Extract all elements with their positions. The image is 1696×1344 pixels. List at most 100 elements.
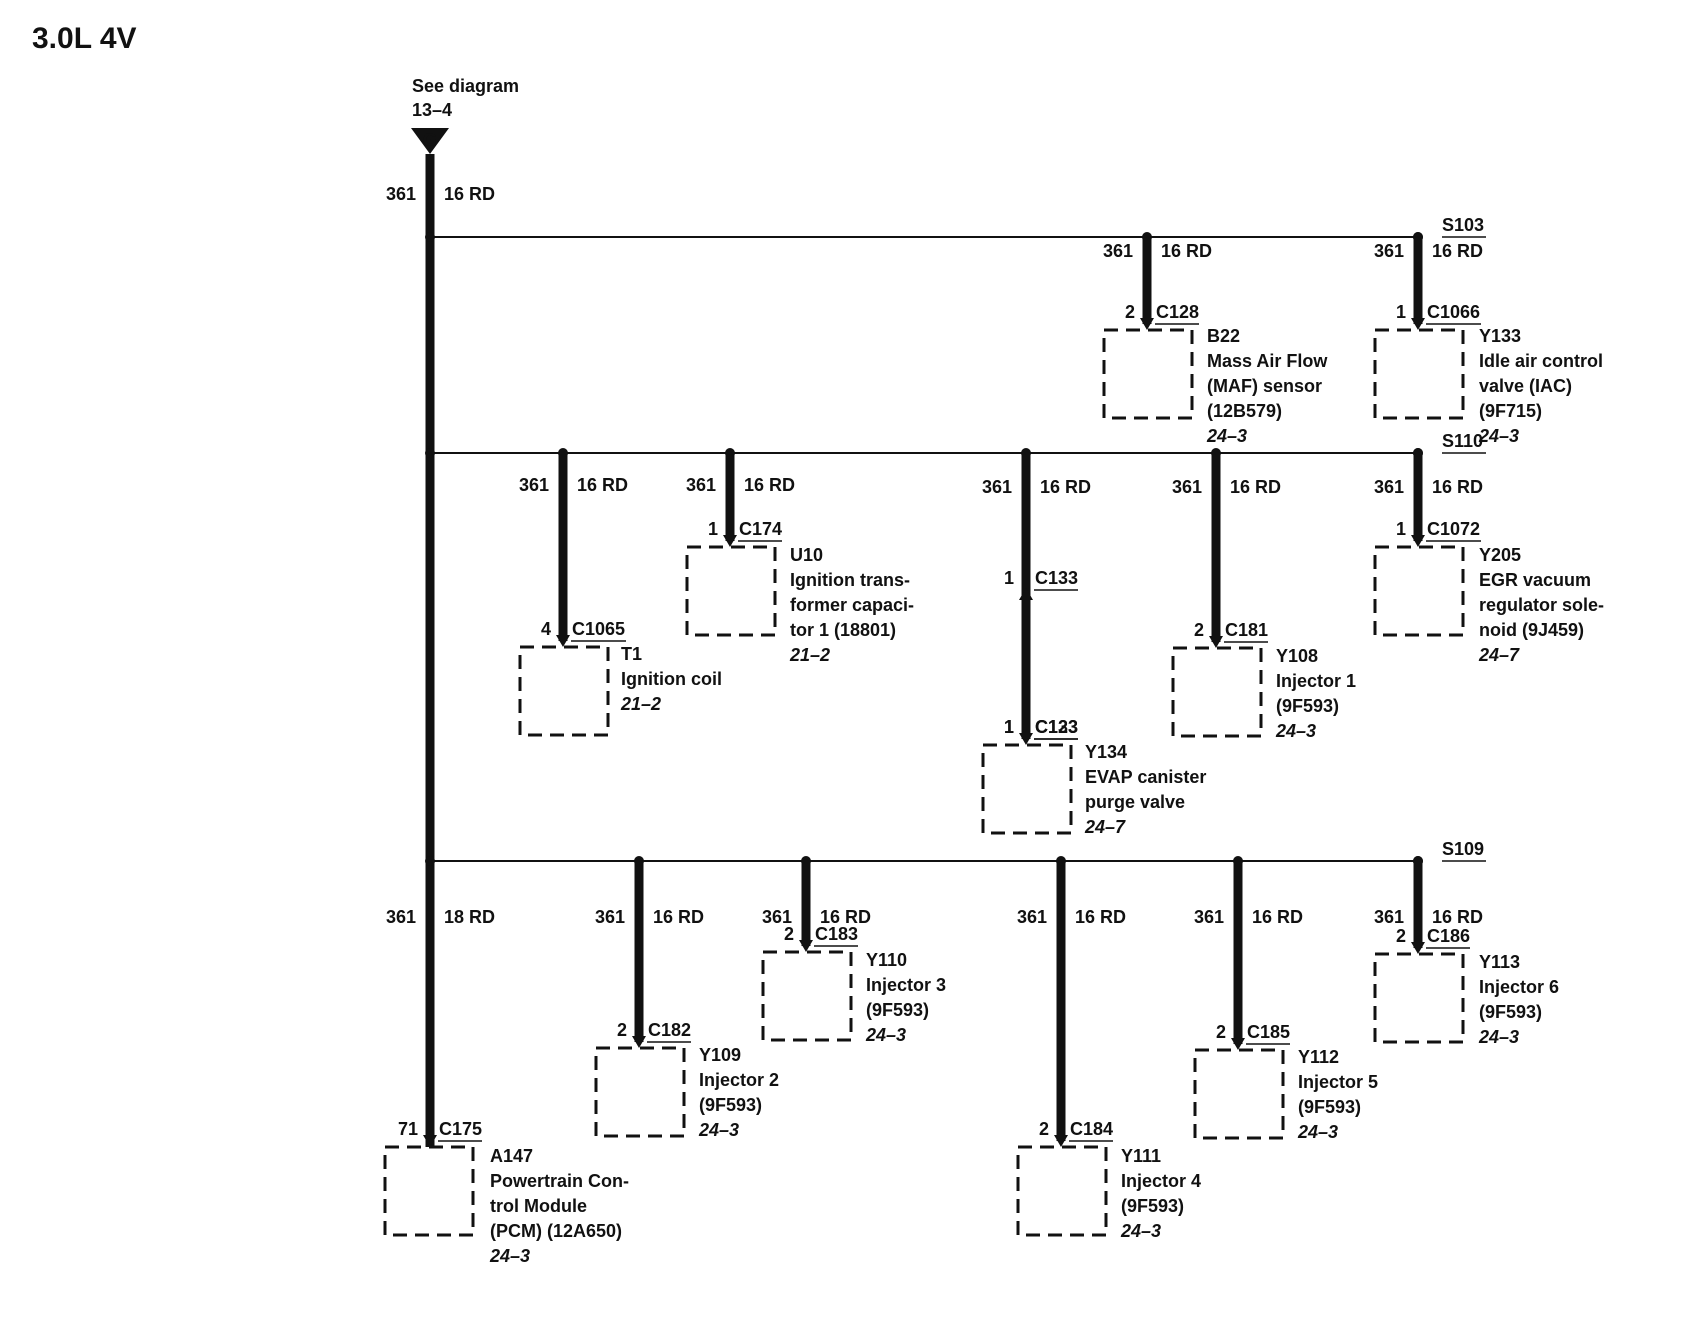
coil-text-2: Ignition coil xyxy=(621,669,722,689)
evap-page-ref: 24–7 xyxy=(1084,817,1126,837)
maf-pin: 2 xyxy=(1125,302,1135,322)
inj6-terminal-arrow xyxy=(1411,942,1425,954)
inj4-circuit: 361 xyxy=(1017,907,1047,927)
inj4-text-3: (9F593) xyxy=(1121,1196,1184,1216)
inj5-circuit: 361 xyxy=(1194,907,1224,927)
egr-component-box xyxy=(1373,545,1465,637)
egr-pin: 1 xyxy=(1396,519,1406,539)
inj6-gauge: 16 RD xyxy=(1432,907,1483,927)
inj2-text-2: Injector 2 xyxy=(699,1070,779,1090)
inj1-gauge: 16 RD xyxy=(1230,477,1281,497)
inj6-text-3: (9F593) xyxy=(1479,1002,1542,1022)
inj5-terminal-arrow xyxy=(1231,1038,1245,1050)
inj1-page-ref: 24–3 xyxy=(1275,721,1316,741)
inj1-connector-id: C181 xyxy=(1225,620,1268,640)
iac-gauge: 16 RD xyxy=(1432,241,1483,261)
coil-page-ref: 21–2 xyxy=(620,694,661,714)
inj1-text-3: (9F593) xyxy=(1276,696,1339,716)
egr-text-1: Y205 xyxy=(1479,545,1521,565)
coil-gauge: 16 RD xyxy=(577,475,628,495)
inj5-text-1: Y112 xyxy=(1298,1047,1339,1067)
capacitor-text-1: U10 xyxy=(790,545,823,565)
inj3-terminal-arrow xyxy=(799,940,813,952)
ground-source-symbol xyxy=(411,128,449,154)
see-diagram-label: See diagram xyxy=(412,76,519,96)
maf-page-ref: 24–3 xyxy=(1206,426,1247,446)
inj1-terminal-arrow xyxy=(1209,636,1223,648)
inj2-pin: 2 xyxy=(617,1020,627,1040)
maf-connector-id: C128 xyxy=(1156,302,1199,322)
inj4-terminal-arrow xyxy=(1054,1135,1068,1147)
splice-label-s109: S109 xyxy=(1442,839,1484,859)
inj3-text-2: Injector 3 xyxy=(866,975,946,995)
evap-text-1: Y134 xyxy=(1085,742,1127,762)
inj3-pin: 2 xyxy=(784,924,794,944)
inj2-text-1: Y109 xyxy=(699,1045,741,1065)
iac-page-ref: 24–3 xyxy=(1478,426,1519,446)
inj4-gauge: 16 RD xyxy=(1075,907,1126,927)
inj2-page-ref: 24–3 xyxy=(698,1120,739,1140)
pcm-component-box xyxy=(383,1145,475,1237)
inj5-gauge: 16 RD xyxy=(1252,907,1303,927)
egr-page-ref: 24–7 xyxy=(1478,645,1520,665)
evap-gauge: 16 RD xyxy=(1040,477,1091,497)
evap-inline-connector-id: C133 xyxy=(1035,568,1078,588)
bus-junction-2 xyxy=(425,448,435,458)
maf-component-box xyxy=(1102,328,1194,420)
see-diagram-ref: 13–4 xyxy=(412,100,452,120)
inj3-circuit: 361 xyxy=(762,907,792,927)
inj2-terminal-arrow xyxy=(632,1036,646,1048)
main-wire-circuit: 361 xyxy=(386,184,416,204)
evap-text-2: EVAP canister xyxy=(1085,767,1206,787)
capacitor-terminal-arrow xyxy=(723,535,737,547)
inj3-page-ref: 24–3 xyxy=(865,1025,906,1045)
iac-component-box xyxy=(1373,328,1465,420)
maf-text-4: (12B579) xyxy=(1207,401,1282,421)
maf-gauge: 16 RD xyxy=(1161,241,1212,261)
iac-text-1: Y133 xyxy=(1479,326,1521,346)
inj4-component-box xyxy=(1016,1145,1108,1237)
inj3-component-box xyxy=(761,950,853,1042)
iac-connector-id: C1066 xyxy=(1427,302,1480,322)
coil-text-1: T1 xyxy=(621,644,642,664)
inj1-text-2: Injector 1 xyxy=(1276,671,1356,691)
evap-connector-id: C133 xyxy=(1035,717,1078,737)
bus-junction-3 xyxy=(425,856,435,866)
egr-circuit: 361 xyxy=(1374,477,1404,497)
pcm-text-2: Powertrain Con- xyxy=(490,1171,629,1191)
inj3-gauge: 16 RD xyxy=(820,907,871,927)
pcm-gauge: 18 RD xyxy=(444,907,495,927)
pcm-terminal-arrow xyxy=(423,1135,437,1147)
inj2-component-box xyxy=(594,1046,686,1138)
evap-inline-arrow xyxy=(1019,588,1033,600)
capacitor-connector-id: C174 xyxy=(739,519,782,539)
iac-text-4: (9F715) xyxy=(1479,401,1542,421)
diagram-title: 3.0L 4V xyxy=(32,22,137,55)
inj6-connector-id: C186 xyxy=(1427,926,1470,946)
evap-text-3: purge valve xyxy=(1085,792,1185,812)
maf-text-3: (MAF) sensor xyxy=(1207,376,1322,396)
inj5-component-box xyxy=(1193,1048,1285,1140)
capacitor-circuit: 361 xyxy=(686,475,716,495)
evap-inline-pin: 1 xyxy=(1004,568,1014,588)
capacitor-text-3: former capaci- xyxy=(790,595,914,615)
pcm-page-ref: 24–3 xyxy=(489,1246,530,1266)
iac-terminal-arrow xyxy=(1411,318,1425,330)
inj1-text-1: Y108 xyxy=(1276,646,1318,666)
inj6-component-box xyxy=(1373,952,1465,1044)
inj6-text-2: Injector 6 xyxy=(1479,977,1559,997)
pcm-circuit: 361 xyxy=(386,907,416,927)
maf-text-2: Mass Air Flow xyxy=(1207,351,1328,371)
inj3-connector-id: C183 xyxy=(815,924,858,944)
iac-circuit: 361 xyxy=(1374,241,1404,261)
inj3-text-1: Y110 xyxy=(866,950,907,970)
egr-terminal-arrow xyxy=(1411,535,1425,547)
iac-text-2: Idle air control xyxy=(1479,351,1603,371)
inj4-pin: 2 xyxy=(1039,1119,1049,1139)
inj5-page-ref: 24–3 xyxy=(1297,1122,1338,1142)
evap-pin: 1 xyxy=(1004,717,1014,737)
iac-text-3: valve (IAC) xyxy=(1479,376,1572,396)
inj3-text-3: (9F593) xyxy=(866,1000,929,1020)
maf-text-1: B22 xyxy=(1207,326,1240,346)
